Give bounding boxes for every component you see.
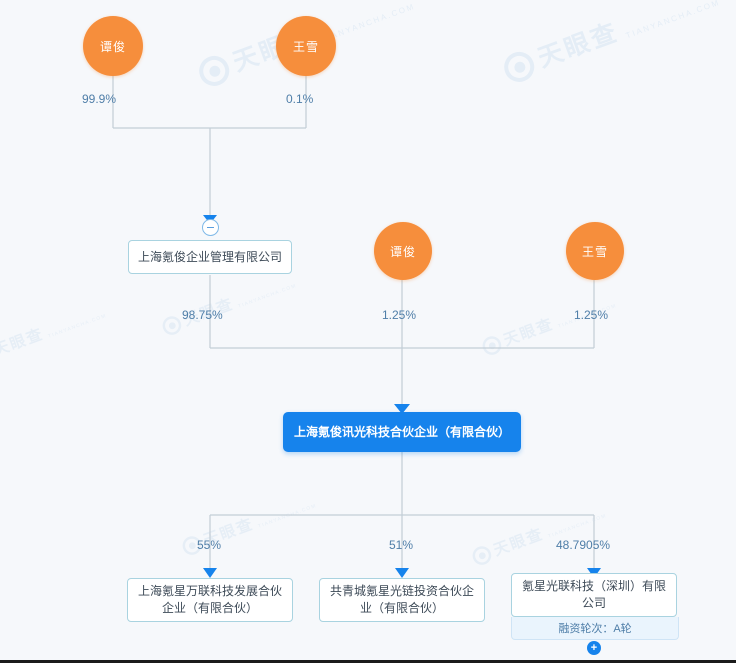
- node-label: 王雪: [581, 244, 608, 259]
- company-node-guanglian-invest[interactable]: 共青城氪星光链投资合伙企业（有限合伙）: [319, 578, 485, 622]
- minus-collapse-icon[interactable]: [202, 219, 219, 236]
- node-label: 共青城氪星光链投资合伙企业（有限合伙）: [329, 584, 474, 615]
- percent-label-tanjun-to-kejun: 99.9%: [82, 92, 117, 106]
- node-label: 谭俊: [99, 39, 126, 54]
- person-node-wangxue-mid[interactable]: 王雪: [566, 222, 624, 280]
- company-node-xunguang-focus[interactable]: 上海氪俊讯光科技合伙企业（有限合伙）: [283, 412, 521, 452]
- node-label: 上海氪俊企业管理有限公司: [137, 249, 282, 264]
- node-label: 谭俊: [389, 244, 416, 259]
- percent-label-xunguang-to-guanglian-sz: 48.7905%: [556, 538, 611, 552]
- person-node-tanjun-mid[interactable]: 谭俊: [374, 222, 432, 280]
- percent-label-tanjun-to-xunguang: 1.25%: [382, 308, 417, 322]
- percent-label-wangxue-to-xunguang: 1.25%: [574, 308, 609, 322]
- person-node-wangxue-top[interactable]: 王雪: [276, 16, 336, 76]
- percent-label-xunguang-to-guanglian-invest: 51%: [389, 538, 414, 552]
- node-label: 王雪: [292, 39, 319, 54]
- plus-icon[interactable]: +: [587, 641, 601, 655]
- percent-label-kejun-to-xunguang: 98.75%: [182, 308, 223, 322]
- percent-label-wangxue-to-kejun: 0.1%: [286, 92, 314, 106]
- company-node-kejun[interactable]: 上海氪俊企业管理有限公司: [128, 240, 292, 274]
- percent-label-xunguang-to-wanlian: 55%: [197, 538, 222, 552]
- person-node-tanjun-top[interactable]: 谭俊: [83, 16, 143, 76]
- expand-label: +: [590, 641, 598, 654]
- node-label: 上海氪俊讯光科技合伙企业（有限合伙）: [293, 424, 510, 439]
- badge-label: 融资轮次：A轮: [558, 623, 632, 635]
- company-node-wanlian[interactable]: 上海氪星万联科技发展合伙企业（有限合伙）: [127, 578, 293, 622]
- node-label: 上海氪星万联科技发展合伙企业（有限合伙）: [137, 584, 282, 615]
- company-node-guanglian-sz[interactable]: 氪星光联科技（深圳）有限公司: [511, 573, 677, 617]
- node-label: 氪星光联科技（深圳）有限公司: [521, 579, 666, 610]
- status-badge-financing-round: 融资轮次：A轮: [511, 617, 679, 640]
